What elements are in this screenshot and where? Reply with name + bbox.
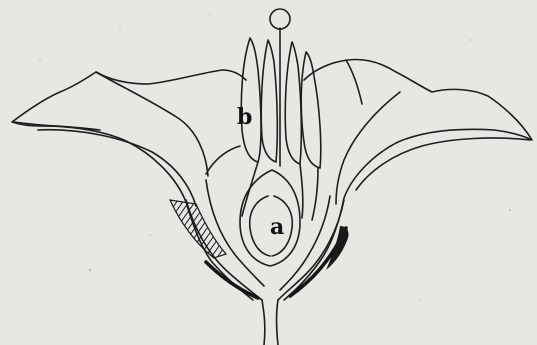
right-petal-vein [346,60,362,104]
stalk-right [277,300,279,345]
stamen-right-inner [285,42,301,164]
stalk-left [262,300,265,345]
left-petal-outline [12,70,253,300]
left-petal-vein [206,146,240,174]
hatched-nectary [170,200,226,258]
label-b: b [237,104,252,130]
paper-texture [29,14,511,321]
stamen-filament-right [312,168,318,220]
stamen-left-inner [261,40,277,162]
ovary-chamber-left [250,196,270,256]
right-petal-outline [284,60,532,301]
label-a: a [270,214,284,240]
stigma [270,9,290,29]
stamen-filament-left [242,162,258,216]
right-petal-inner-edge [356,138,530,190]
right-petal-inner-fold [336,92,400,204]
left-petal-inner-fold [96,72,208,176]
left-petal-inner-edge [38,130,196,206]
base-band-left [206,262,258,298]
stamen-left-outer [241,38,261,162]
right-scale [326,226,349,270]
stamen-filament-mid [300,164,303,218]
